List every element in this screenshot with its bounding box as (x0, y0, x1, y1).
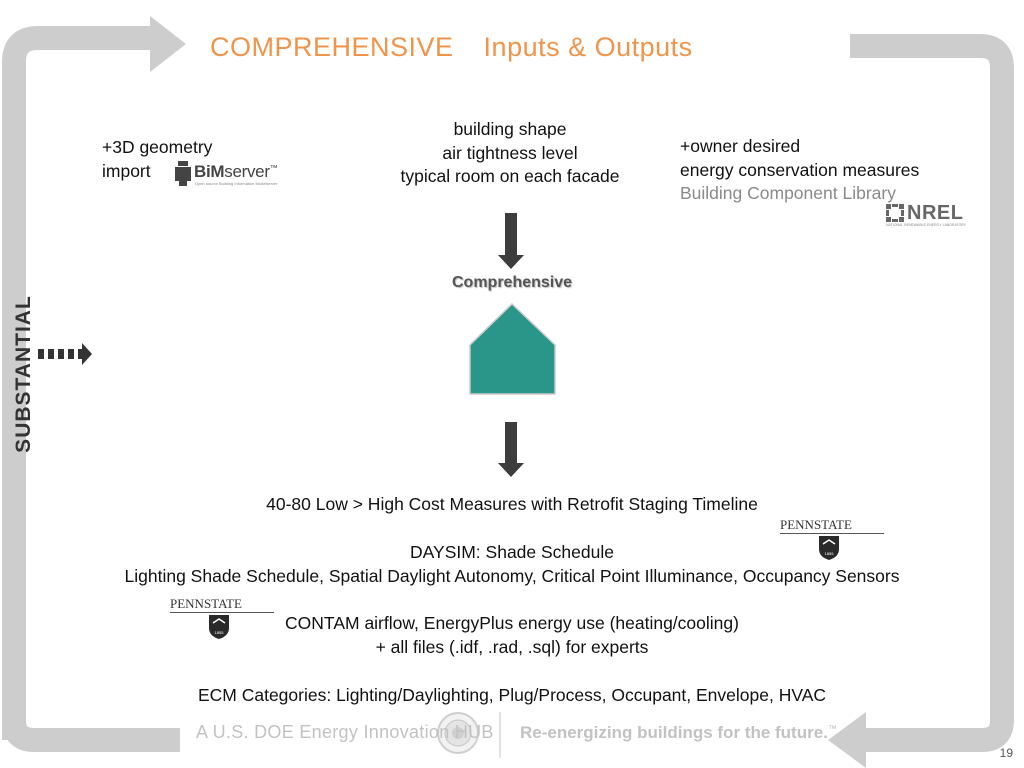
left-input-line2: import (102, 161, 151, 181)
slide-title: COMPREHENSIVE Inputs & Outputs (210, 32, 693, 63)
bottom-arrow-head-icon (828, 712, 866, 768)
center-input-line3: typical room on each facade (400, 166, 620, 186)
side-label: SUBSTANTIAL (12, 295, 35, 453)
house-icon (469, 302, 556, 395)
output-line2: DAYSIM: Shade Schedule (410, 542, 614, 562)
comprehensive-label: Comprehensive (452, 274, 573, 291)
pennstate-logo: PENNSTATE 1855 (780, 517, 890, 569)
svg-text:1855: 1855 (825, 551, 835, 556)
left-input-line1: +3D geometry (102, 137, 213, 157)
right-input-line2: energy conservation measures (680, 160, 920, 180)
nrel-logo: NREL NATIONAL RENEWABLE ENERGY LABORATOR… (886, 202, 967, 227)
center-input-line2: air tightness level (442, 143, 578, 163)
output-line1: 40-80 Low > High Cost Measures with Retr… (266, 494, 758, 514)
center-input-line1: building shape (453, 119, 567, 139)
right-input-line3: Building Component Library (680, 183, 896, 203)
bimserver-logo: BiMserver™ Open source Building Informat… (174, 161, 284, 191)
top-arrow-head-icon (150, 16, 186, 72)
nrel-mark-icon (886, 204, 904, 222)
pennstate-shield-icon: 1855 (209, 615, 229, 639)
output-line4: CONTAM airflow, EnergyPlus energy use (h… (285, 613, 739, 633)
side-label-container: SUBSTANTIAL (2, 295, 42, 453)
page-number: 19 (999, 746, 1013, 760)
title-left: COMPREHENSIVE (210, 32, 454, 62)
output-line6: ECM Categories: Lighting/Daylighting, Pl… (197, 685, 827, 705)
down-arrow-icon (498, 213, 524, 269)
pennstate-logo: PENNSTATE 1855 (170, 596, 280, 648)
pennstate-shield-icon: 1855 (819, 536, 839, 560)
footer-hub-text: A U.S. DOE Energy Innovation HUB (196, 722, 494, 742)
footer-tagline: Re-energizing buildings for the future.™ (520, 723, 837, 742)
down-arrow-icon (498, 422, 524, 477)
title-right: Inputs & Outputs (483, 32, 693, 62)
svg-text:1855: 1855 (215, 630, 225, 635)
output-line3: Lighting Shade Schedule, Spatial Dayligh… (124, 566, 900, 586)
dashed-arrow-icon (38, 343, 92, 365)
doe-seal-icon (437, 712, 479, 754)
bimserver-building-icon (175, 161, 191, 186)
right-input-line1: +owner desired (680, 136, 801, 156)
output-line5: + all files (.idf, .rad, .sql) for exper… (375, 637, 649, 657)
